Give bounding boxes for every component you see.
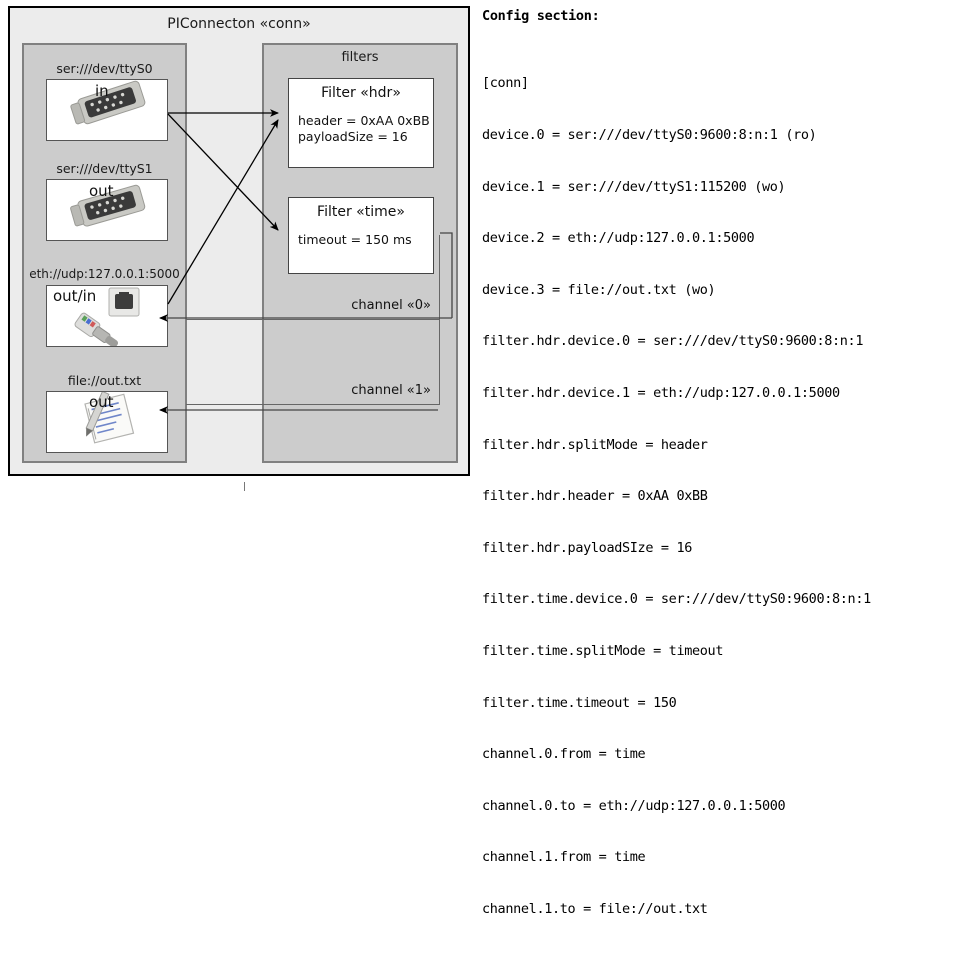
bottom-tick-mark (244, 482, 245, 491)
config-lines: [conn] device.0 = ser:///dev/ttyS0:9600:… (482, 41, 960, 953)
filter-time-prop-timeout: timeout = 150 ms (298, 232, 412, 247)
device-io-file: out (89, 393, 114, 411)
channel-region-0: channel «0» (186, 235, 440, 320)
config-line: filter.hdr.device.1 = eth://udp:127.0.0.… (482, 384, 840, 401)
device-io-ttys1: out (89, 182, 114, 200)
serial-port-icon (70, 184, 146, 227)
device-io-eth: out/in (53, 287, 97, 305)
devices-panel: ser:///dev/ttyS0 in (22, 43, 187, 463)
filter-hdr-title: Filter «hdr» (321, 85, 401, 101)
config-line: channel.1.from = time (482, 849, 646, 866)
device-io-ttys0: in (95, 82, 109, 100)
config-line: filter.time.splitMode = timeout (482, 642, 724, 659)
serial-port-icon (70, 80, 146, 125)
channel-0-label: channel «0» (351, 298, 431, 313)
diagram-title: PIConnecton «conn» (167, 16, 311, 32)
device-label-file: file://out.txt (67, 373, 142, 388)
filter-box-time[interactable]: Filter «time» timeout = 150 ms (288, 197, 434, 274)
config-line: filter.hdr.payloadSIze = 16 (482, 539, 692, 556)
filter-time-title: Filter «time» (317, 204, 405, 220)
config-line: channel.0.from = time (482, 746, 646, 763)
filters-panel-title: filters (341, 50, 379, 65)
text-document-icon (84, 390, 135, 444)
device-box-eth[interactable]: out/in (46, 285, 168, 348)
filter-hdr-prop-payload: payloadSize = 16 (298, 129, 408, 144)
channel-1-label: channel «1» (351, 383, 431, 398)
config-line: filter.hdr.device.0 = ser:///dev/ttyS0:9… (482, 333, 864, 350)
connection-diagram: PIConnecton «conn» ser:///dev/ttyS0 in (8, 6, 470, 491)
filter-hdr-prop-header: header = 0xAA 0xBB (298, 113, 430, 128)
config-line: device.3 = file://out.txt (wo) (482, 281, 716, 298)
filters-panel: filters Filter «hdr» header = 0xAA 0xBB … (186, 43, 458, 463)
config-line: filter.hdr.header = 0xAA 0xBB (482, 488, 708, 505)
config-line: device.2 = eth://udp:127.0.0.1:5000 (482, 230, 755, 247)
config-section: Config section: [conn] device.0 = ser://… (482, 8, 960, 953)
config-line: filter.time.device.0 = ser:///dev/ttyS0:… (482, 591, 871, 608)
config-line: filter.time.timeout = 150 (482, 694, 677, 711)
config-line: filter.hdr.splitMode = header (482, 436, 708, 453)
device-box-ttys1[interactable]: out (46, 179, 168, 241)
device-box-file[interactable]: out (46, 390, 168, 453)
channel-region-1: channel «1» (186, 320, 440, 405)
config-line: device.0 = ser:///dev/ttyS0:9600:8:n:1 (… (482, 127, 817, 143)
config-line: device.1 = ser:///dev/ttyS1:115200 (wo) (482, 178, 786, 195)
config-heading: Config section: (482, 8, 600, 24)
ethernet-port-icon (74, 287, 140, 348)
device-label-ttys0: ser:///dev/ttyS0 (56, 61, 153, 76)
filter-box-hdr[interactable]: Filter «hdr» header = 0xAA 0xBB payloadS… (288, 78, 434, 168)
device-label-eth: eth://udp:127.0.0.1:5000 (29, 267, 180, 281)
config-line: channel.0.to = eth://udp:127.0.0.1:5000 (482, 797, 786, 814)
config-line: channel.1.to = file://out.txt (482, 900, 708, 917)
device-box-ttys0[interactable]: in (46, 79, 168, 141)
config-line: [conn] (482, 75, 529, 92)
device-label-ttys1: ser:///dev/ttyS1 (56, 161, 153, 176)
diagram-page: PIConnecton «conn» ser:///dev/ttyS0 in (8, 6, 871, 917)
